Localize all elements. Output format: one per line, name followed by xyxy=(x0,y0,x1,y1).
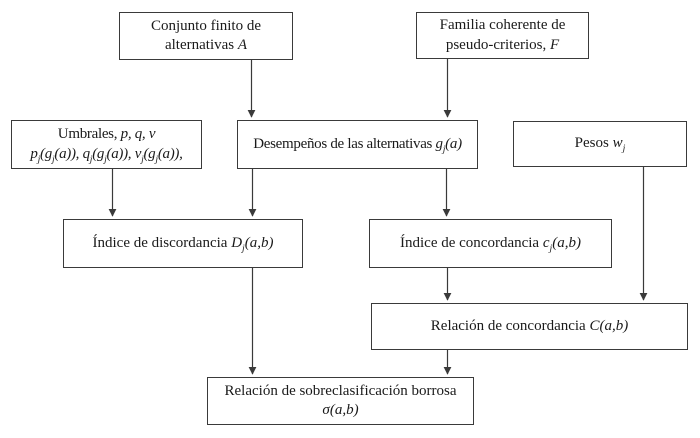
node-relacion-concordancia: Relación de concordancia C(a,b) xyxy=(371,303,688,350)
node-pesos: Pesos wj xyxy=(513,121,687,167)
node-indice-discordancia: Índice de discordancia Dj(a,b) xyxy=(63,219,303,268)
node-desempenos-alternativas: Desempeños de las alternativas gj(a) xyxy=(237,120,478,169)
node-indice-concordancia: Índice de concordancia cj(a,b) xyxy=(369,219,612,268)
